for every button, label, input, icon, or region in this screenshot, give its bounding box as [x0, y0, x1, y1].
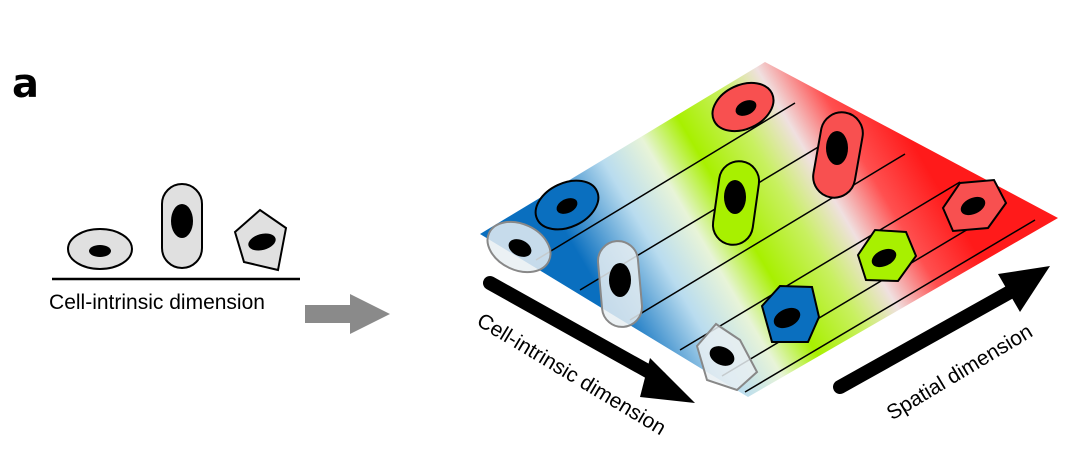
plane-axis-spatial-label: Spatial dimension: [883, 320, 1037, 425]
plane-cells: [486, 81, 1008, 392]
nucleus: [89, 245, 111, 257]
left-cells: [52, 183, 300, 281]
nucleus: [171, 204, 193, 238]
spatial-arrow-icon: [833, 266, 1050, 394]
cell-intrinsic-arrow-icon: [483, 276, 695, 403]
nucleus: [248, 233, 276, 251]
panel-label: a: [12, 61, 39, 107]
transition-arrow-icon: [305, 294, 390, 334]
left-axis-label: Cell-intrinsic dimension: [49, 291, 265, 314]
